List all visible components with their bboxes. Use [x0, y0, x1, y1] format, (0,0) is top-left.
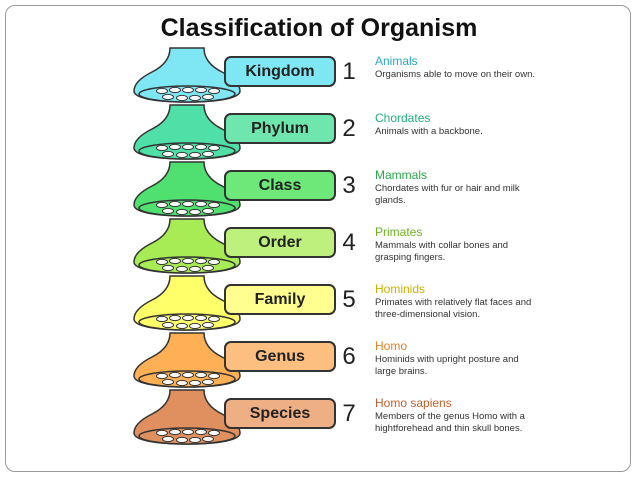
level-shape: [130, 215, 244, 279]
example-description: Primates with relatively flat faces and …: [375, 297, 532, 320]
rank-label: Order: [224, 227, 336, 258]
example-heading: Homo sapiens: [375, 396, 452, 410]
slide-title: Classification of Organism: [160, 14, 478, 42]
level-shape: [130, 386, 244, 450]
example-description: Chordates with fur or hair and milk glan…: [375, 183, 520, 206]
rank-number: 1: [342, 58, 356, 85]
rank-number: 3: [342, 172, 356, 199]
example-heading: Chordates: [375, 111, 431, 125]
example-heading: Animals: [375, 54, 418, 68]
rank-label: Family: [224, 284, 336, 315]
level-shape: [130, 101, 244, 165]
rank-number: 6: [342, 343, 356, 370]
rank-label: Genus: [224, 341, 336, 372]
example-heading: Hominids: [375, 282, 426, 296]
rank-number: 7: [342, 400, 356, 427]
rank-number: 4: [342, 229, 356, 256]
example-description: Animals with a backbone.: [375, 126, 483, 137]
rank-label: Kingdom: [224, 56, 336, 87]
example-heading: Mammals: [375, 168, 428, 182]
level-shape: [130, 158, 244, 222]
example-description: Organisms able to move on their own.: [375, 69, 535, 80]
rank-label: Phylum: [224, 113, 336, 144]
example-description: Mammals with collar bones and grasping f…: [375, 240, 509, 263]
example-description: Members of the genus Homo with a hightfo…: [375, 411, 525, 434]
example-heading: Primates: [375, 225, 423, 239]
rank-label: Species: [224, 398, 336, 429]
rank-label: Class: [224, 170, 336, 201]
rank-number: 2: [342, 115, 356, 142]
level-shape: [130, 272, 244, 336]
rank-number: 5: [342, 286, 356, 313]
example-heading: Homo: [375, 339, 408, 353]
example-description: Hominids with upright posture and large …: [375, 354, 519, 377]
level-shape: [130, 44, 244, 108]
level-shape: [130, 329, 244, 393]
